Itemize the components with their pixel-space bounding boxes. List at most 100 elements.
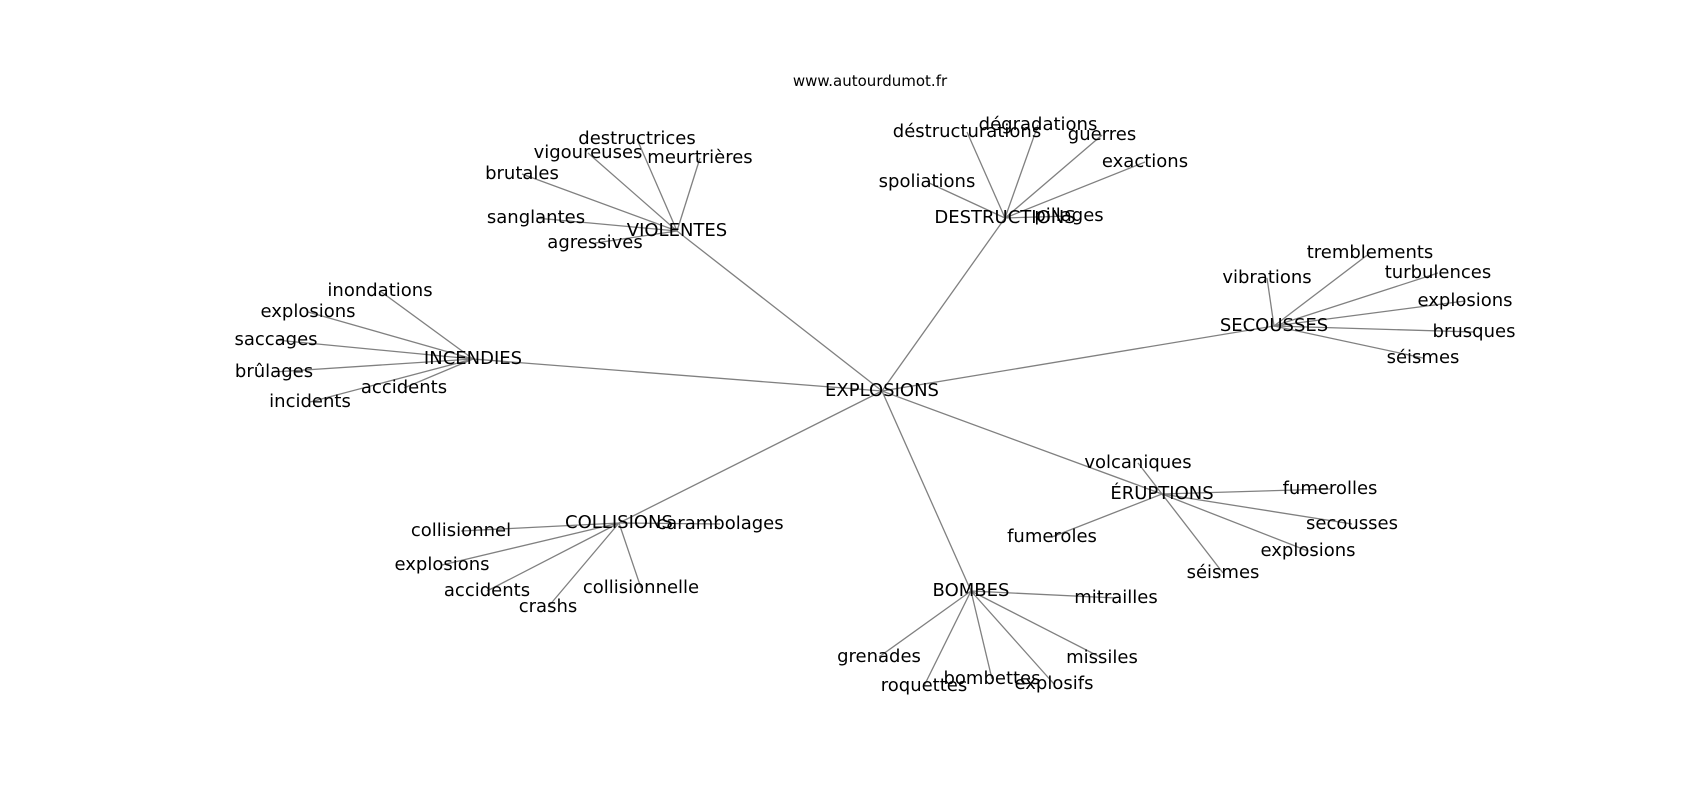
leaf-label: tremblements	[1307, 242, 1434, 263]
leaf-label: vibrations	[1222, 267, 1311, 288]
edge-center-0	[676, 230, 883, 392]
edge-3-1	[307, 311, 474, 360]
edge-0-3	[521, 173, 678, 232]
edge-4-0	[1137, 462, 1163, 495]
center-label: EXPLOSIONS	[825, 380, 939, 401]
edge-2-5	[1273, 325, 1424, 359]
leaf-label: pillages	[1034, 205, 1103, 226]
edge-2-3	[1273, 300, 1466, 327]
leaf-label: dégradations	[979, 114, 1098, 135]
edge-center-2	[881, 325, 1275, 392]
leaf-label: explosifs	[1015, 673, 1094, 694]
edge-1-1	[966, 131, 1006, 219]
hub-label: SECOUSSES	[1220, 315, 1328, 336]
leaf-label: crashs	[519, 596, 578, 617]
edge-5-3	[486, 522, 620, 592]
edges	[273, 124, 1475, 687]
hub-label: INCENDIES	[424, 348, 522, 369]
leaf-label: collisionnel	[411, 520, 511, 541]
leaf-label: volcaniques	[1084, 452, 1191, 473]
hub-label: VIOLENTES	[627, 220, 727, 241]
leaf-label: séismes	[1187, 562, 1260, 583]
edge-center-6	[881, 390, 972, 592]
leaf-label: séismes	[1387, 347, 1460, 368]
leaf-label: bombettes	[943, 668, 1040, 689]
edge-5-1	[618, 522, 721, 525]
leaf-label: destructrices	[578, 128, 695, 149]
edge-4-2	[1161, 493, 1353, 525]
leaf-label: accidents	[444, 580, 530, 601]
edge-3-5	[309, 358, 474, 403]
edge-6-5	[923, 590, 972, 687]
leaf-label: mitrailles	[1074, 587, 1157, 608]
leaf-label: agressives	[547, 232, 642, 253]
edge-2-4	[1273, 325, 1475, 333]
edge-1-3	[1004, 161, 1146, 219]
edge-center-5	[618, 390, 883, 524]
edge-0-0	[636, 138, 678, 232]
leaf-label: sanglantes	[487, 207, 585, 228]
edge-6-2	[970, 590, 1103, 659]
edge-5-4	[618, 522, 642, 589]
edge-6-3	[970, 590, 993, 680]
edge-5-0	[460, 522, 620, 532]
leaf-label: grenades	[837, 646, 921, 667]
leaf-label: explosions	[1417, 290, 1512, 311]
leaf-label: brûlages	[235, 361, 313, 382]
edge-center-1	[881, 217, 1006, 392]
edge-center-3	[472, 358, 883, 392]
leaf-label: brusques	[1433, 321, 1516, 342]
hub-label: DESTRUCTIONS	[934, 207, 1075, 228]
leaf-label: guerres	[1068, 124, 1136, 145]
leaf-label: explosions	[260, 301, 355, 322]
leaf-label: saccages	[234, 329, 317, 350]
leaf-label: spoliations	[879, 171, 976, 192]
leaf-label: déstructurations	[893, 121, 1041, 142]
edge-0-5	[594, 230, 678, 244]
leaf-label: turbulences	[1385, 262, 1492, 283]
edge-3-2	[275, 339, 474, 360]
hub-label: COLLISIONS	[565, 512, 673, 533]
edge-4-4	[1161, 493, 1224, 574]
edge-1-2	[1004, 134, 1103, 219]
edge-1-5	[1004, 215, 1070, 219]
edge-6-4	[970, 590, 1055, 685]
edge-1-0	[1004, 124, 1039, 219]
leaf-label: missiles	[1066, 647, 1138, 668]
edge-0-1	[587, 152, 678, 232]
edge-center-4	[881, 390, 1163, 495]
leaf-label: inondations	[327, 280, 432, 301]
edge-3-0	[379, 290, 474, 360]
leaf-label: accidents	[361, 377, 447, 398]
edge-4-5	[1051, 493, 1163, 538]
site-caption: www.autourdumot.fr	[792, 72, 948, 90]
edge-3-4	[403, 358, 474, 389]
edge-6-1	[878, 590, 972, 658]
edge-5-2	[441, 522, 620, 566]
leaf-label: collisionnelle	[583, 577, 699, 598]
leaf-label: brutales	[485, 163, 559, 184]
leaf-label: vigoureuses	[534, 142, 643, 163]
leaf-label: meurtrières	[647, 147, 752, 168]
leaf-label: explosions	[1260, 540, 1355, 561]
leaf-label: incidents	[269, 391, 351, 412]
hub-label: BOMBES	[933, 580, 1010, 601]
edge-5-5	[547, 522, 620, 608]
leaf-label: explosions	[394, 554, 489, 575]
leaf-label: fumeroles	[1007, 526, 1097, 547]
leaf-label: fumerolles	[1283, 478, 1378, 499]
edge-0-2	[676, 157, 701, 232]
leaf-label: carambolages	[656, 513, 783, 534]
hub-label: ÉRUPTIONS	[1110, 482, 1213, 504]
leaf-label: secousses	[1306, 513, 1398, 534]
edge-4-1	[1161, 488, 1331, 495]
edge-1-4	[926, 181, 1006, 219]
edge-6-0	[970, 590, 1117, 599]
leaf-label: roquettes	[881, 675, 968, 696]
edge-2-1	[1266, 277, 1275, 327]
edge-3-3	[273, 358, 474, 373]
edge-0-4	[535, 217, 678, 232]
edge-4-3	[1161, 493, 1309, 552]
